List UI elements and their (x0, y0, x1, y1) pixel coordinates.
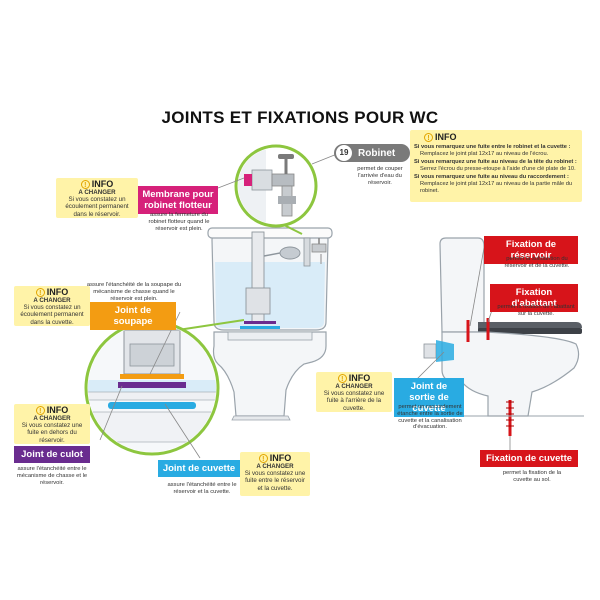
robinet-info-text-3: Remplacez le joint plat 12x17 au niveau … (420, 180, 573, 194)
soupape-info-box: !INFO A CHANGER Si vous constatez un éco… (14, 286, 90, 326)
robinet-info-box: ! INFO Si vous remarquez une fuite entre… (410, 130, 582, 202)
membrane-info-header: !INFO (59, 178, 135, 189)
center-toilet (207, 227, 333, 421)
exclamation-icon: ! (35, 288, 45, 297)
fix-abattant-desc: permet la fixation de l'abattant sur la … (497, 304, 575, 317)
membrane-info-text: Si vous constatez un écoulement permanen… (65, 196, 129, 218)
culot-info-sub: A CHANGER (33, 415, 71, 422)
sortie-info-text: Si vous constatez une fuite à l'arrière … (323, 390, 385, 412)
page-title: JOINTS ET FIXATIONS POUR WC (161, 108, 439, 127)
robinet-zoom-circle (234, 144, 318, 235)
culot-info-text: Si vous constatez une fuite en dehors du… (21, 422, 83, 444)
right-toilet (418, 237, 584, 436)
robinet-number-badge: 19 (335, 144, 353, 162)
robinet-info-item-2: Si vous remarquez une fuite au niveau de… (414, 159, 578, 172)
exclamation-icon: ! (258, 454, 268, 463)
info-word: INFO (348, 372, 371, 383)
robinet-info-text-1: Remplacez le joint plat 12x17 au niveau … (420, 150, 549, 157)
cuvette-joint-info-header: !INFO (243, 452, 307, 463)
info-word: INFO (91, 178, 114, 189)
robinet-info-header: ! INFO (424, 131, 578, 142)
membrane-label: Membrane pour robinet flotteur (138, 186, 218, 214)
cuvette-joint-info-box: !INFO A CHANGER Si vous constatez une fu… (240, 452, 310, 496)
soupape-info-text: Si vous constatez un écoulement permanen… (20, 304, 84, 326)
robinet-info-item-3: Si vous remarquez une fuite au niveau du… (414, 174, 578, 194)
fix-abattant-label: Fixation d'abattant (490, 284, 578, 312)
exclamation-icon: ! (424, 133, 433, 142)
membrane-info-box: !INFO A CHANGER Si vous constatez un éco… (56, 178, 138, 218)
robinet-desc: permet de couper l'arrivée d'eau du rése… (357, 166, 403, 186)
exclamation-icon: ! (337, 374, 347, 383)
culot-label: Joint de culot (14, 446, 90, 463)
culot-info-box: !INFO A CHANGER Si vous constatez une fu… (14, 404, 90, 444)
exclamation-icon: ! (35, 406, 45, 415)
fix-cuvette-desc: permet la fixation de la cuvette au sol. (502, 470, 562, 483)
robinet-info-title-1: Si vous remarquez une fuite entre le rob… (414, 144, 571, 150)
cuvette-joint-desc: assure l'étanchéité entre le réservoir e… (167, 482, 237, 495)
membrane-desc: assure la fermeture du robinet flotteur … (148, 212, 210, 232)
culot-desc: assure l'étanchéité entre le mécanisme d… (16, 466, 88, 486)
soupape-desc: assure l'étanchéité de la soupape du méc… (86, 282, 182, 302)
info-word: INFO (46, 404, 69, 415)
sortie-info-sub: A CHANGER (335, 383, 373, 390)
soupape-label: Joint de soupape (90, 302, 176, 330)
robinet-info-item-1: Si vous remarquez une fuite entre le rob… (414, 144, 578, 157)
sortie-info-header: !INFO (319, 372, 389, 383)
sortie-desc: permet un raccordement étanche entre la … (397, 404, 463, 431)
robinet-badge: 19 Robinet (334, 144, 410, 162)
fix-reservoir-desc: permet la solidarition du réservoir et d… (504, 256, 570, 269)
cuvette-joint-label: Joint de cuvette (158, 460, 240, 477)
sortie-label: Joint de sortie de cuvette (394, 378, 464, 417)
robinet-info-title-2: Si vous remarquez une fuite au niveau de… (414, 159, 577, 166)
info-word: INFO (435, 131, 457, 142)
robinet-info-title-3: Si vous remarquez une fuite au niveau du… (414, 174, 569, 181)
soupape-info-header: !INFO (17, 286, 87, 297)
robinet-info-text-2: Serrez l'écrou du presse-etoupe à l'aide… (420, 165, 576, 172)
info-word: INFO (269, 452, 292, 463)
membrane-info-sub: A CHANGER (78, 189, 116, 196)
cuvette-joint-info-sub: A CHANGER (256, 463, 294, 470)
fix-reservoir-label: Fixation de réservoir (484, 236, 578, 264)
sortie-info-box: !INFO A CHANGER Si vous constatez une fu… (316, 372, 392, 412)
soupape-info-sub: A CHANGER (33, 297, 71, 304)
culot-info-header: !INFO (17, 404, 87, 415)
info-word: INFO (46, 286, 69, 297)
exclamation-icon: ! (80, 180, 90, 189)
fix-cuvette-label: Fixation de cuvette (480, 450, 578, 467)
robinet-label: Robinet (358, 147, 396, 159)
mechanism-zoom-circle (84, 319, 245, 456)
cuvette-joint-info-text: Si vous constatez une fuite entre le rés… (244, 470, 306, 492)
